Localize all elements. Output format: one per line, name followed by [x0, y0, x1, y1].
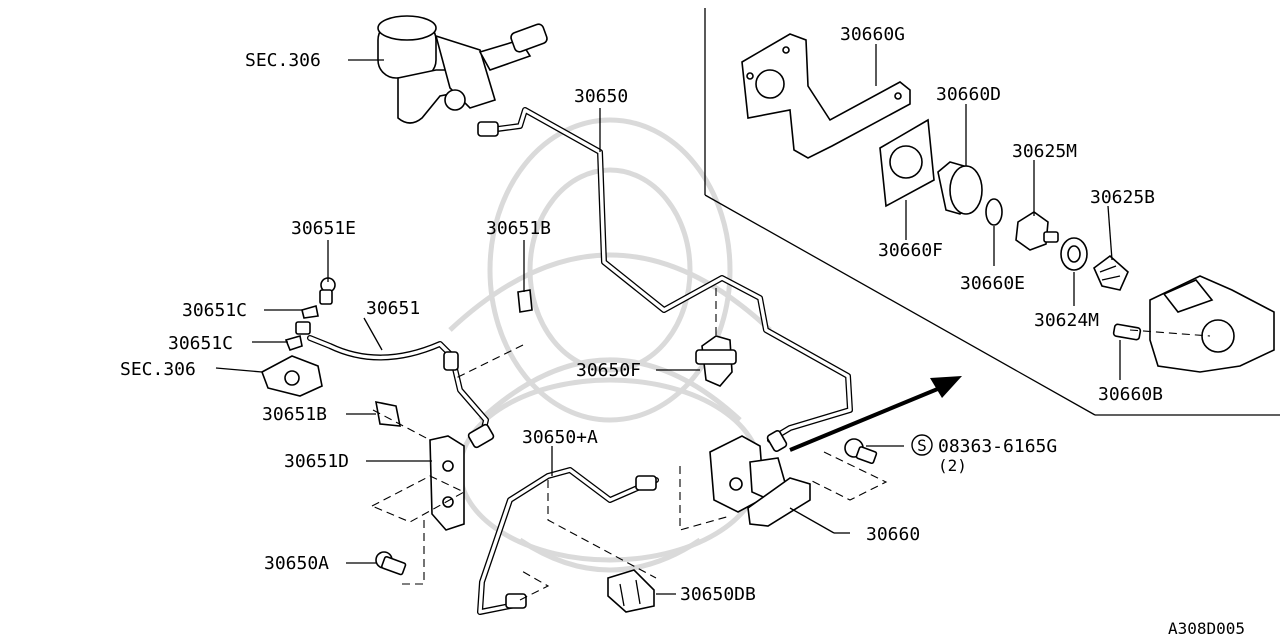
- label-30625M: 30625M: [1012, 141, 1077, 162]
- clip-30651C-b: [284, 321, 311, 351]
- label-30651: 30651: [366, 298, 420, 319]
- label-30650: 30650: [574, 86, 628, 107]
- clip-30651B-top: [517, 289, 533, 313]
- bolt-symbol-text: S: [917, 436, 927, 455]
- label-30651C-b: 30651C: [168, 333, 233, 354]
- gasket-30660F: [879, 118, 935, 208]
- label-30651E: 30651E: [291, 218, 356, 239]
- label-30651D: 30651D: [284, 451, 349, 472]
- clip-30651B: [375, 400, 401, 427]
- label-30624M: 30624M: [1034, 310, 1099, 331]
- label-30650DB: 30650DB: [680, 584, 756, 605]
- label-sec306-top: SEC.306: [245, 50, 321, 71]
- bolt-30651E: [319, 277, 336, 305]
- damper-sec306: [261, 355, 323, 397]
- boot-30625B: [1093, 254, 1129, 291]
- detail-frame-lines: [704, 8, 1280, 416]
- detail-arrow: [789, 376, 962, 452]
- label-sec306-left: SEC.306: [120, 359, 196, 380]
- bleeder-30660B: [1112, 323, 1142, 341]
- bracket-30651D: [429, 435, 465, 531]
- boot-30660D: [937, 161, 983, 215]
- nut-30624M: [1060, 237, 1088, 271]
- clip-30651C-a: [301, 304, 319, 319]
- label-30660D: 30660D: [936, 84, 1001, 105]
- cylinder-body-detail: [1149, 275, 1275, 373]
- figure-id: A308D005: [1168, 619, 1245, 638]
- label-30660B: 30660B: [1098, 384, 1163, 405]
- clip-30650DB: [607, 569, 655, 613]
- callout-labels: SEC.306 30650 30651E 30651B 30651C 30651…: [120, 24, 1245, 638]
- label-30625B: 30625B: [1090, 187, 1155, 208]
- leader-lines: [215, 44, 1121, 595]
- label-30650A: 30650A: [264, 553, 329, 574]
- master-cylinder: [377, 15, 548, 124]
- bolt-standard-symbol: S: [911, 434, 933, 456]
- label-30660G: 30660G: [840, 24, 905, 45]
- bolt-08363-6165G: [844, 438, 878, 465]
- label-30651B-left: 30651B: [262, 404, 327, 425]
- label-30651C-a: 30651C: [182, 300, 247, 321]
- label-30660F: 30660F: [878, 240, 943, 261]
- label-bolt-qty: (2): [938, 456, 967, 475]
- clutch-hose-30651: [307, 335, 495, 449]
- bracket-30660G: [741, 33, 911, 159]
- clip-30650F: [695, 335, 737, 387]
- washer-30660E: [985, 198, 1003, 226]
- label-bolt-code: 08363-6165G: [938, 436, 1057, 457]
- clutch-pipe-30650: [477, 107, 853, 443]
- label-30660: 30660: [866, 524, 920, 545]
- label-30650-plus-a: 30650+A: [522, 427, 598, 448]
- operating-cylinder-30660: [709, 430, 811, 527]
- pushrod-30625M: [1015, 211, 1059, 251]
- label-30651B-top: 30651B: [486, 218, 551, 239]
- dashed-guides: [370, 288, 1211, 601]
- clutch-pipe-30650-plus-a: [477, 467, 659, 615]
- label-30650F: 30650F: [576, 360, 641, 381]
- label-30660E: 30660E: [960, 273, 1025, 294]
- bolt-30650A: [375, 551, 407, 576]
